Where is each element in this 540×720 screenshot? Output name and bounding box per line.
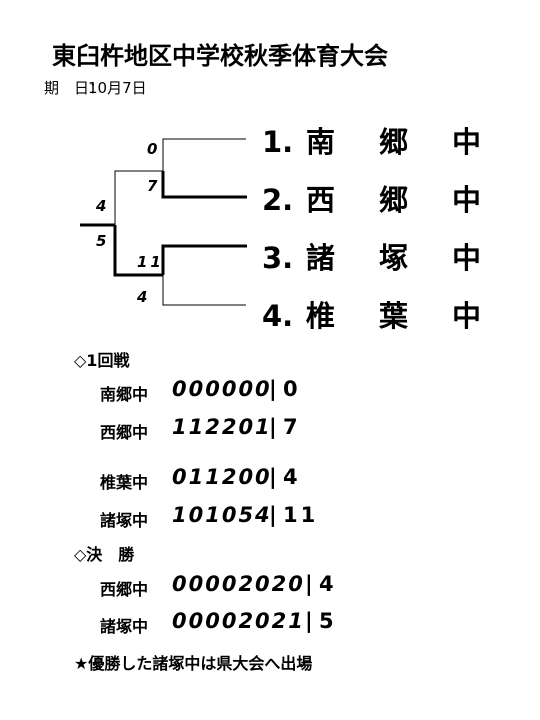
page-title: 東臼杵地区中学校秋季体育大会	[52, 42, 388, 70]
bracket-line-team3-winner	[161, 244, 247, 275]
final-row2-team: 諸塚中	[100, 617, 149, 636]
final-row1-team: 西郷中	[100, 580, 149, 599]
team-seed: 4.	[262, 299, 294, 333]
date-value: 10月7日	[88, 79, 147, 97]
team-name: 西郷中	[306, 183, 526, 217]
final-row1-innings: 00002020	[172, 572, 305, 596]
bracket-team-2: 2. 西郷中	[262, 177, 526, 219]
round1-row1-divider: |	[269, 377, 277, 401]
round1-row4-team: 諸塚中	[100, 511, 149, 530]
team-seed: 3.	[262, 241, 294, 275]
final-row2-innings: 00002021	[172, 609, 305, 633]
round1-row3-innings: 011200	[172, 465, 272, 489]
round1-heading: ◇1回戦	[74, 351, 130, 370]
final-row1-total: 4	[319, 572, 334, 596]
round1-row2-total: 7	[283, 415, 298, 439]
bracket-line-final-top	[114, 170, 163, 225]
team-seed: 1.	[262, 125, 294, 159]
bracket-team-4: 4. 椎葉中	[262, 293, 526, 335]
round1-row1-team: 南郷中	[100, 385, 149, 404]
bracket-line-final-bottom-winner	[113, 225, 163, 277]
round1-row1-total: 0	[283, 377, 298, 401]
round1-row2-team: 西郷中	[100, 423, 149, 442]
round1-row4-total: 11	[283, 503, 319, 527]
footer-note: ★優勝した諸塚中は県大会へ出場	[74, 654, 313, 673]
date-label: 期 日：	[44, 79, 105, 97]
final-heading: ◇決 勝	[74, 545, 135, 564]
round1-row4-innings: 101054	[172, 503, 272, 527]
team-seed: 2.	[262, 183, 294, 217]
round1-row2-innings: 112201	[172, 415, 272, 439]
score-final-bottom: 5	[96, 232, 107, 250]
round1-row2-divider: |	[269, 415, 277, 439]
final-row1-divider: |	[305, 572, 313, 596]
team-name: 椎葉中	[306, 299, 526, 333]
bracket-line-team4	[162, 275, 246, 306]
score-team1: 0	[147, 140, 158, 158]
team-name: 南郷中	[306, 125, 526, 159]
bracket-line-team1	[162, 138, 246, 171]
round1-row3-divider: |	[269, 465, 277, 489]
score-team3: 11	[137, 253, 164, 271]
final-row2-divider: |	[305, 609, 313, 633]
score-team2: 7	[147, 177, 158, 195]
round1-row3-total: 4	[283, 465, 298, 489]
score-final-top: 4	[96, 197, 107, 215]
bracket-team-3: 3. 諸塚中	[262, 235, 526, 277]
round1-row3-team: 椎葉中	[100, 473, 149, 492]
round1-row4-divider: |	[269, 503, 277, 527]
team-name: 諸塚中	[306, 241, 526, 275]
final-row2-total: 5	[319, 609, 334, 633]
bracket-team-1: 1. 南郷中	[262, 119, 526, 161]
score-team4: 4	[137, 288, 148, 306]
bracket-line-team2-winner	[161, 171, 247, 199]
round1-row1-innings: 000000	[172, 377, 272, 401]
